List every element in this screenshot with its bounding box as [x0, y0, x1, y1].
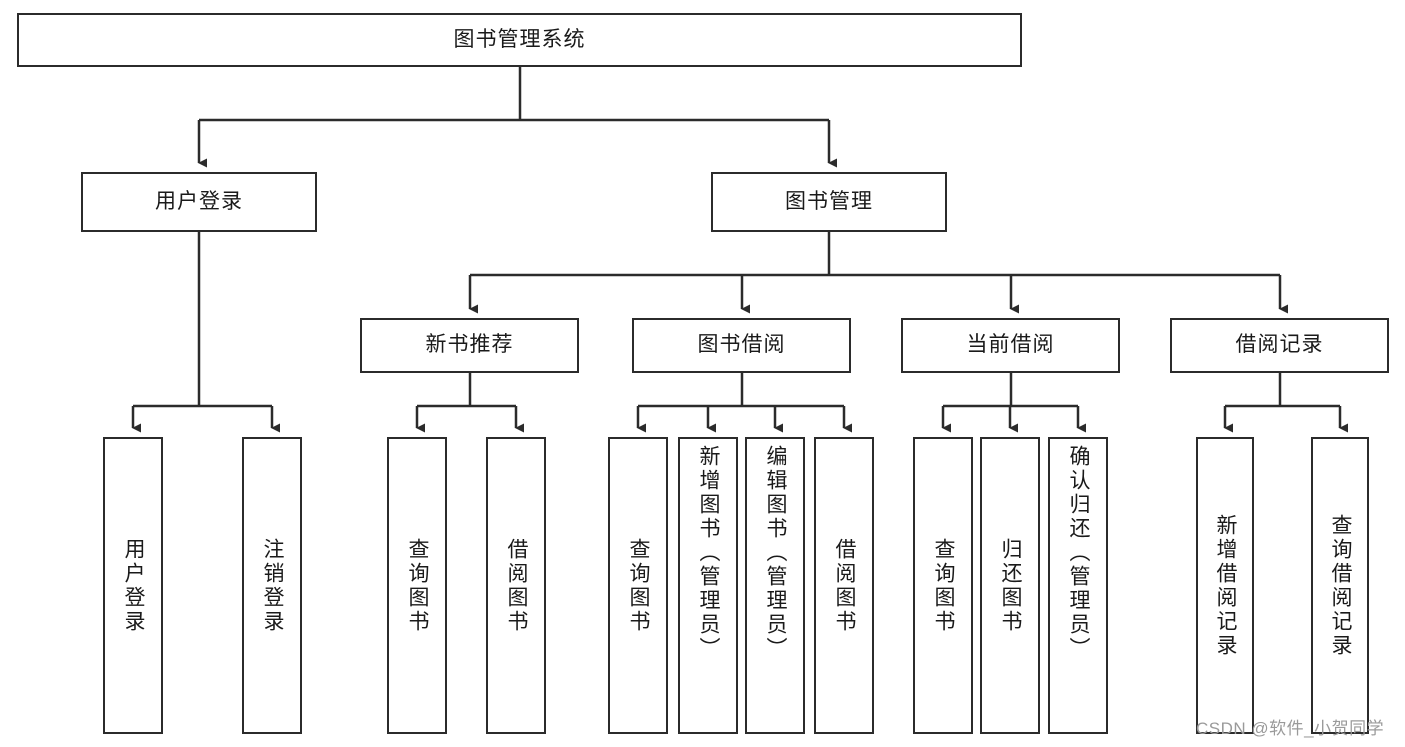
node-label-leaf-query-book-borrow: 查询图书: [627, 537, 651, 634]
node-root: 图书管理系统: [17, 13, 1022, 67]
node-current-borrow: 当前借阅: [901, 318, 1120, 373]
node-label-leaf-return-book: 归还图书: [999, 537, 1023, 634]
node-book-borrow: 图书借阅: [632, 318, 851, 373]
node-label-leaf-borrow-book-rec: 借阅图书: [505, 537, 529, 634]
node-leaf-add-borrow-record: 新增借阅记录: [1196, 437, 1254, 734]
node-leaf-return-book: 归还图书: [980, 437, 1040, 734]
node-label-leaf-query-book-rec: 查询图书: [406, 537, 430, 634]
node-borrow-record: 借阅记录: [1170, 318, 1389, 373]
node-leaf-add-book-admin: 新增图书（管理员）: [678, 437, 738, 734]
node-label-leaf-query-borrow-record: 查询借阅记录: [1329, 513, 1353, 658]
node-leaf-edit-book-admin: 编辑图书（管理员）: [745, 437, 805, 734]
node-label-root: 图书管理系统: [453, 27, 586, 51]
node-label-leaf-borrow-book: 借阅图书: [833, 537, 857, 634]
node-label-book-management: 图书管理: [785, 189, 873, 213]
node-label-leaf-confirm-return-admin: 确认归还（管理员）: [1067, 445, 1091, 661]
node-label-leaf-user-login: 用户登录: [122, 537, 146, 634]
node-leaf-query-book-rec: 查询图书: [387, 437, 447, 734]
node-leaf-query-book-current: 查询图书: [913, 437, 973, 734]
node-label-book-borrow: 图书借阅: [697, 333, 786, 357]
node-leaf-user-login: 用户登录: [103, 437, 163, 734]
node-leaf-query-book-borrow: 查询图书: [608, 437, 668, 734]
node-label-user-login: 用户登录: [155, 189, 243, 213]
node-label-leaf-logout: 注销登录: [261, 537, 285, 634]
node-label-leaf-add-borrow-record: 新增借阅记录: [1214, 513, 1238, 658]
node-user-login: 用户登录: [81, 172, 317, 232]
node-leaf-borrow-book: 借阅图书: [814, 437, 874, 734]
node-label-leaf-query-book-current: 查询图书: [932, 537, 956, 634]
node-book-management: 图书管理: [711, 172, 947, 232]
node-leaf-borrow-book-rec: 借阅图书: [486, 437, 546, 734]
node-label-leaf-edit-book-admin: 编辑图书（管理员）: [764, 445, 788, 661]
node-label-new-book-recommend: 新书推荐: [425, 333, 514, 357]
node-leaf-query-borrow-record: 查询借阅记录: [1311, 437, 1369, 734]
node-leaf-confirm-return-admin: 确认归还（管理员）: [1048, 437, 1108, 734]
node-new-book-recommend: 新书推荐: [360, 318, 579, 373]
node-label-leaf-add-book-admin: 新增图书（管理员）: [697, 445, 721, 661]
node-label-borrow-record: 借阅记录: [1235, 333, 1324, 357]
node-label-current-borrow: 当前借阅: [966, 333, 1055, 357]
node-leaf-logout: 注销登录: [242, 437, 302, 734]
csdn-watermark: CSDN @软件_小贺同学: [1196, 719, 1385, 738]
